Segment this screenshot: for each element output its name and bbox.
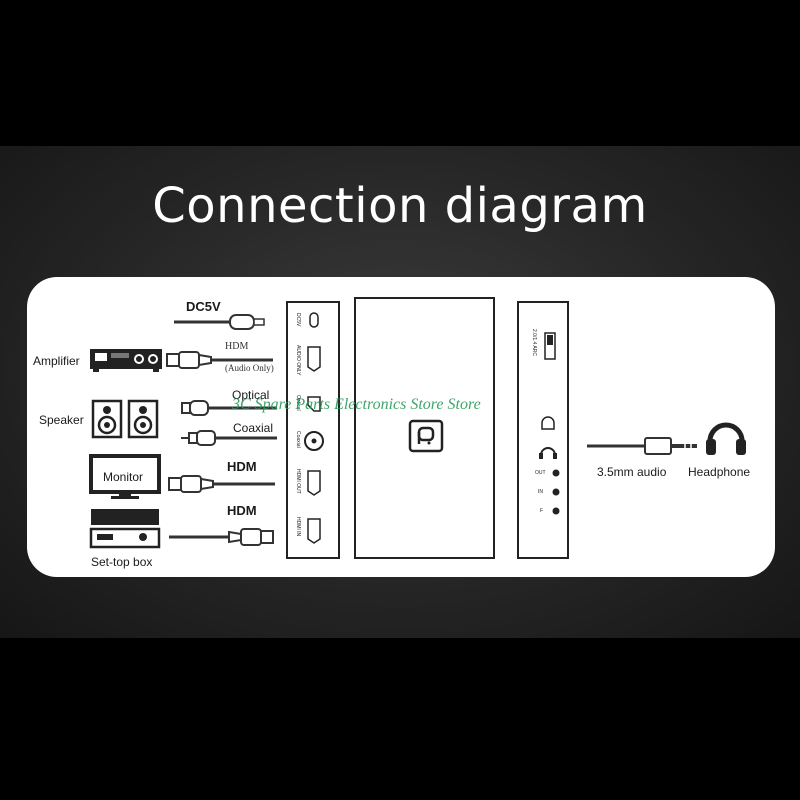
label-hdm-amplifier: HDM (225, 341, 249, 352)
device-port-panel: DC5V AUDIO ONLY Optical Coaxial HDMI OUT… (286, 301, 340, 559)
watermark-text: 3C Spare Parts Electronics Store Store (232, 396, 481, 413)
label-set-top-box: Set-top box (91, 555, 153, 569)
label-in: IN (538, 489, 543, 495)
coaxial-port-icon (304, 431, 324, 451)
mic-port-icon (541, 416, 555, 430)
dc-port-icon (309, 312, 319, 328)
coaxial-cable-icon (181, 430, 277, 446)
hdmi-out-port-icon (307, 470, 321, 496)
label-coaxial: Coaxial (233, 421, 274, 435)
label-monitor: Monitor (103, 470, 144, 484)
port-label-hdmi-in: HDMI IN (295, 517, 301, 537)
page-title: Connection diagram (152, 178, 648, 234)
headphone-jack-icon (539, 447, 557, 459)
label-dc5v: DC5V (186, 299, 221, 314)
hdmi-audio-only-port-icon (307, 346, 321, 372)
port-label-coaxial: Coaxial (295, 431, 301, 448)
speaker-icon (91, 399, 159, 439)
port-label-audio-only: AUDIO ONLY (295, 345, 301, 376)
dc-cable-icon (174, 314, 265, 330)
device-top-view (354, 297, 495, 559)
hdmi-cable-amplifier-icon (166, 351, 273, 369)
headphone-icon (706, 422, 746, 455)
label-amplifier: Amplifier (33, 354, 80, 368)
optical-port-icon (307, 396, 321, 412)
toggle-switch-icon (544, 332, 556, 360)
led-out-icon (552, 469, 560, 477)
led-f-icon (552, 507, 560, 515)
diagram-card: DC5V Amplifier HDM (Audio Only) Speaker (27, 277, 775, 577)
amplifier-icon (90, 349, 162, 372)
label-audio-only: (Audio Only) (225, 363, 274, 373)
hdmi-cable-monitor-icon (168, 475, 275, 493)
label-hdm-monitor: HDM (227, 459, 257, 474)
label-headphone: Headphone (688, 465, 751, 479)
label-35mm-audio: 3.5mm audio (597, 465, 667, 479)
label-out: OUT (535, 470, 546, 476)
label-optical: Optical (232, 388, 270, 402)
label-hdm-stb: HDM (227, 503, 257, 518)
led-in-icon (552, 488, 560, 496)
optical-cable-icon (181, 400, 277, 416)
hdmi-in-port-icon (307, 518, 321, 544)
hdmi-cable-stb-icon (169, 528, 274, 546)
port-label-hdmi-out: HDMI OUT (295, 469, 301, 494)
switch-label: 2.0/1.4 ARC (531, 329, 537, 356)
audio-35mm-cable-icon (587, 437, 697, 455)
device-logo-icon (408, 419, 444, 453)
label-f: F (540, 508, 544, 514)
port-label-dc5v: DC5V (295, 313, 301, 327)
set-top-box-icon (89, 509, 161, 549)
label-speaker: Speaker (39, 413, 84, 427)
device-side-panel: 2.0/1.4 ARC OUT IN F (517, 301, 569, 559)
monitor-icon (89, 454, 161, 499)
